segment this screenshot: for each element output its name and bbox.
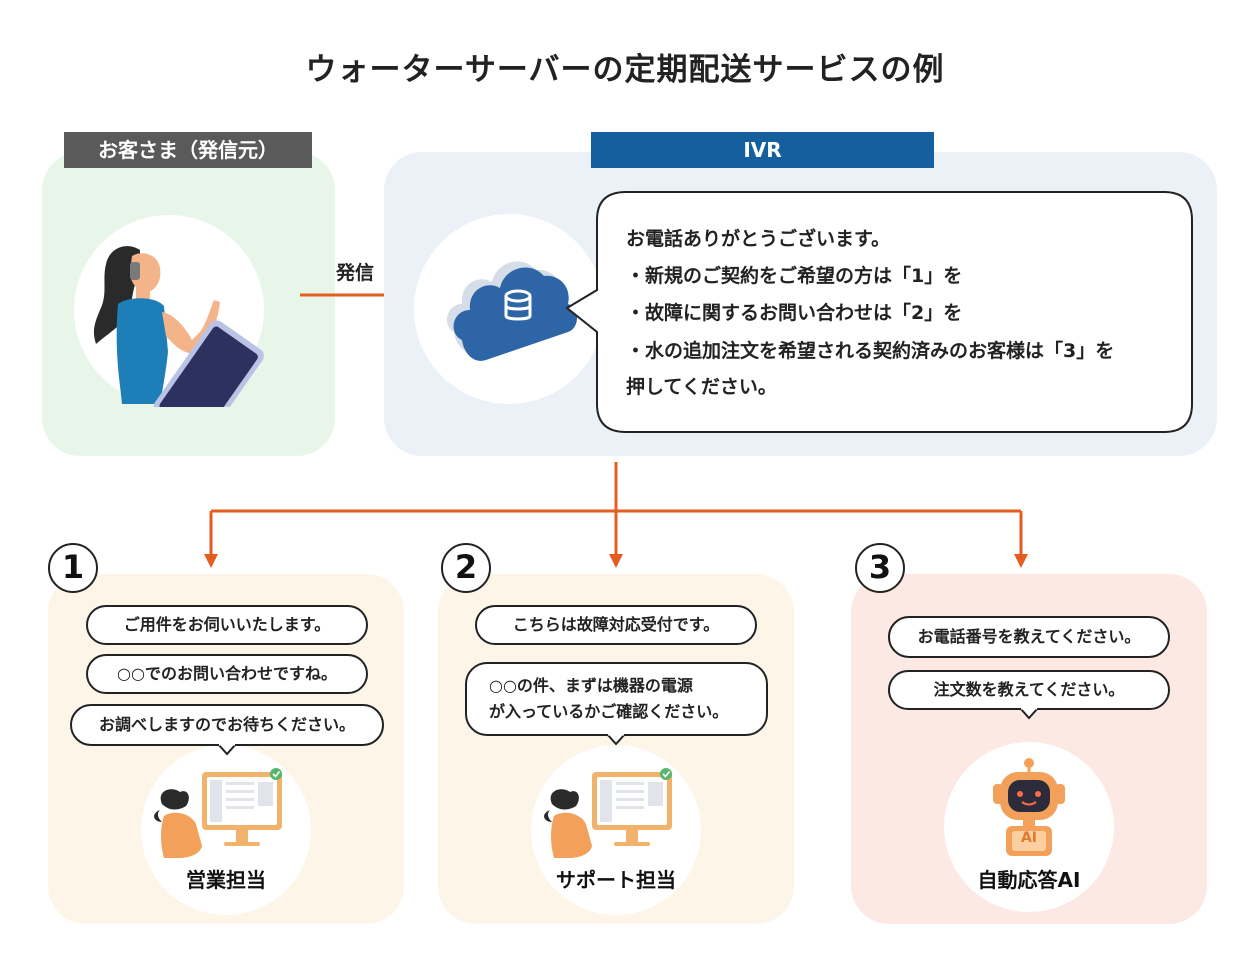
page-title: ウォーターサーバーの定期配送サービスの例: [305, 52, 945, 88]
option-2-bubble: こちらは故障対応受付です。: [475, 605, 757, 645]
woman-on-phone-illustration: [93, 246, 264, 407]
ivr-message-line: お電話ありがとうございます。: [626, 228, 891, 250]
option-1-bubble: ご用件をお伺いいたします。: [86, 605, 368, 645]
option-3-bubble: 注文数を教えてください。: [888, 670, 1170, 710]
option-1-role-label: 営業担当: [186, 868, 266, 892]
caller-tab: お客さま（発信元）: [64, 132, 312, 168]
option-2-bubble-multiline: ○○の件、まずは機器の電源 が入っているかご確認ください。: [465, 662, 768, 736]
ivr-tab: IVR: [591, 132, 934, 168]
option-3-number-badge: 3: [855, 543, 905, 593]
operator-at-computer-illustration: [544, 768, 672, 858]
option-2-role-label: サポート担当: [556, 868, 676, 892]
option-1-number-badge: 1: [48, 543, 98, 593]
bubble-tail: [607, 734, 625, 746]
operator-at-computer-illustration: [154, 768, 282, 858]
option-1-bubble: お調べしますのでお待ちください。: [70, 704, 384, 746]
ivr-message-line: ・故障に関するお問い合わせは「2」を: [626, 302, 963, 324]
bubble-tail: [218, 744, 236, 756]
ivr-message-line: 押してください。: [626, 376, 777, 398]
option-2-bubble-line: ○○の件、まずは機器の電源: [489, 676, 693, 695]
option-2-bubble-line: が入っているかご確認ください。: [489, 702, 729, 721]
bubble-tail: [1020, 708, 1038, 720]
option-2-number-badge: 2: [441, 543, 491, 593]
option-3-role-label: 自動応答AI: [977, 868, 1081, 892]
option-3-bubble: お電話番号を教えてください。: [888, 616, 1170, 658]
call-arrow-label: 発信: [336, 262, 375, 284]
branch-arrows: [204, 462, 1028, 568]
ivr-speech-bubble-frame: [565, 191, 1193, 433]
ai-robot-icon: [993, 758, 1065, 856]
ai-robot-screen-text: AI: [1020, 830, 1038, 846]
cloud-database-icon: [447, 261, 577, 361]
option-1-bubble: ○○でのお問い合わせですね。: [86, 654, 368, 694]
ivr-message-line: ・水の追加注文を希望される契約済みのお客様は「3」を: [626, 340, 1115, 362]
ivr-message-line: ・新規のご契約をご希望の方は「1」を: [626, 265, 963, 287]
